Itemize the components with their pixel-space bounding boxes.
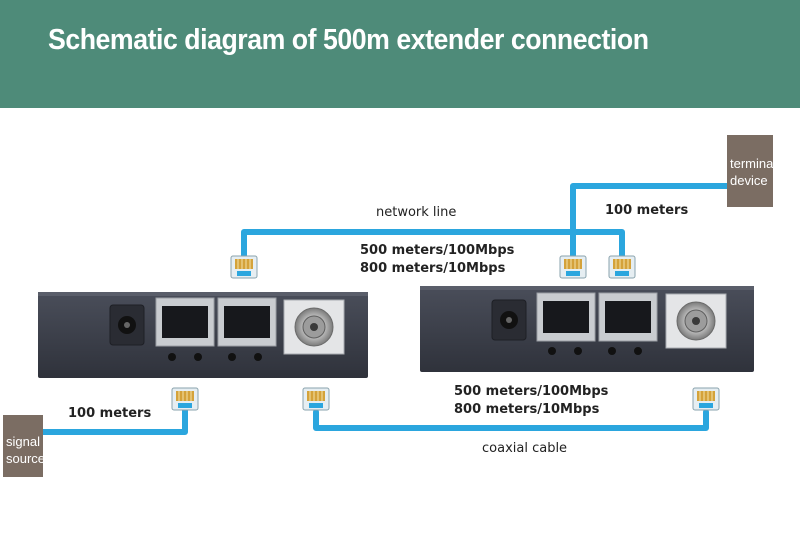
terminal-device-box: terminal device: [727, 135, 776, 207]
top-rate-label-2: 800 meters/10Mbps: [360, 261, 506, 276]
bottom-rate-label-1: 500 meters/100Mbps: [454, 384, 609, 399]
coaxial-cable-label: coaxial cable: [482, 441, 568, 456]
top-rate-label-1: 500 meters/100Mbps: [360, 243, 515, 258]
bottom-rate-label-2: 800 meters/10Mbps: [454, 402, 600, 417]
rj45-plug: [692, 387, 720, 411]
coaxial-cable: [313, 409, 709, 431]
network-line-label: network line: [376, 205, 457, 220]
source-distance-label: 100 meters: [68, 406, 152, 421]
source-cable: [40, 405, 188, 435]
rj45-plug: [171, 387, 199, 411]
rj45-plug: [608, 255, 636, 279]
rj45-plug: [559, 255, 587, 279]
led-indicators: [548, 347, 642, 355]
network-line-cable: [241, 229, 625, 265]
title-banner: Schematic diagram of 500m extender conne…: [0, 0, 800, 108]
right-extender-device: [420, 286, 754, 372]
terminal-distance-label: 100 meters: [605, 203, 689, 218]
led-indicators: [168, 353, 262, 361]
signal-source-box: signal source: [3, 415, 45, 477]
rj45-plug: [230, 255, 258, 279]
terminal-cable: [570, 183, 730, 265]
page-title: Schematic diagram of 500m extender conne…: [48, 24, 649, 56]
cables: [40, 183, 730, 435]
left-extender-device: [38, 292, 368, 378]
rj45-plug: [302, 387, 330, 411]
